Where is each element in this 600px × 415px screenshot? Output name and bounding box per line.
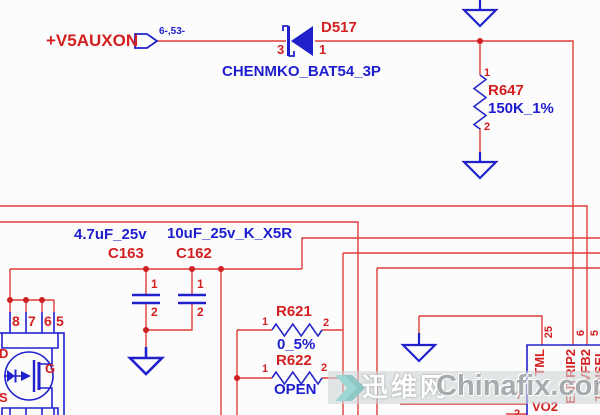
mosfet-pin-7: 7: [28, 313, 36, 329]
c162-refdes: C162: [176, 245, 212, 262]
capacitor-c162-icon: [178, 293, 206, 305]
ground-symbol-ic: [400, 333, 438, 363]
diode-part-number: CHENMKO_BAT54_3P: [222, 63, 381, 80]
c163-value: 4.7uF_25v: [74, 226, 147, 243]
c163-refdes: C163: [108, 245, 144, 262]
diode-pin-3: 3: [277, 42, 285, 57]
r622-refdes: R622: [276, 352, 312, 369]
ic-pin-6-number: 6: [575, 330, 587, 337]
ic-pin-5-number: 5: [589, 330, 600, 337]
mosfet-pin-6: 6: [44, 313, 52, 329]
mosfet-drain-label: D: [0, 346, 9, 361]
c162-pin2: 2: [197, 305, 204, 319]
watermark-chinese-text: 迅维网: [362, 372, 450, 402]
c163-pin2: 2: [151, 305, 158, 319]
r621-value: 0_5%: [277, 336, 316, 353]
r621-pin2: 2: [323, 317, 330, 329]
capacitor-c163-icon: [132, 293, 160, 305]
ic-pin-partial-number: 2: [514, 408, 521, 415]
diode-refdes: D517: [321, 19, 357, 36]
r622-value: OPEN: [274, 381, 317, 398]
ground-symbol-c163: [126, 347, 166, 376]
mosfet-gate-label: G: [45, 361, 56, 376]
mosfet-pin-8: 8: [12, 313, 20, 329]
r647-refdes: R647: [488, 82, 524, 99]
r621-pin1: 1: [262, 316, 269, 328]
mosfet-source-label: S: [0, 390, 8, 405]
r647-pin2: 2: [484, 121, 491, 133]
ground-symbol-r647: [461, 152, 499, 180]
r621-refdes: R621: [276, 303, 312, 320]
net-flag-shape: [134, 33, 159, 49]
c163-pin1: 1: [151, 277, 158, 291]
r622-pin1: 1: [262, 363, 269, 375]
r647-value: 150K_1%: [488, 100, 554, 117]
watermark-site-text: Chinafix.com: [436, 370, 600, 402]
ground-symbol-top: [461, 0, 499, 28]
c162-pin1: 1: [197, 277, 204, 291]
mosfet-pin-5: 5: [56, 313, 64, 329]
r647-pin1: 1: [484, 67, 491, 79]
diode-pin-1: 1: [319, 42, 327, 57]
r622-pin2: 2: [321, 362, 328, 374]
schottky-diode-icon: [282, 25, 313, 57]
net-label-v5auxon: +V5AUXON: [46, 31, 139, 50]
net-flag-ports: 6-,53-: [159, 26, 186, 37]
ic-pin-25-number: 25: [543, 326, 555, 339]
junction-dots: [7, 38, 483, 381]
c162-value: 10uF_25v_K_X5R: [167, 225, 293, 242]
resistor-r621-icon: [271, 322, 323, 338]
